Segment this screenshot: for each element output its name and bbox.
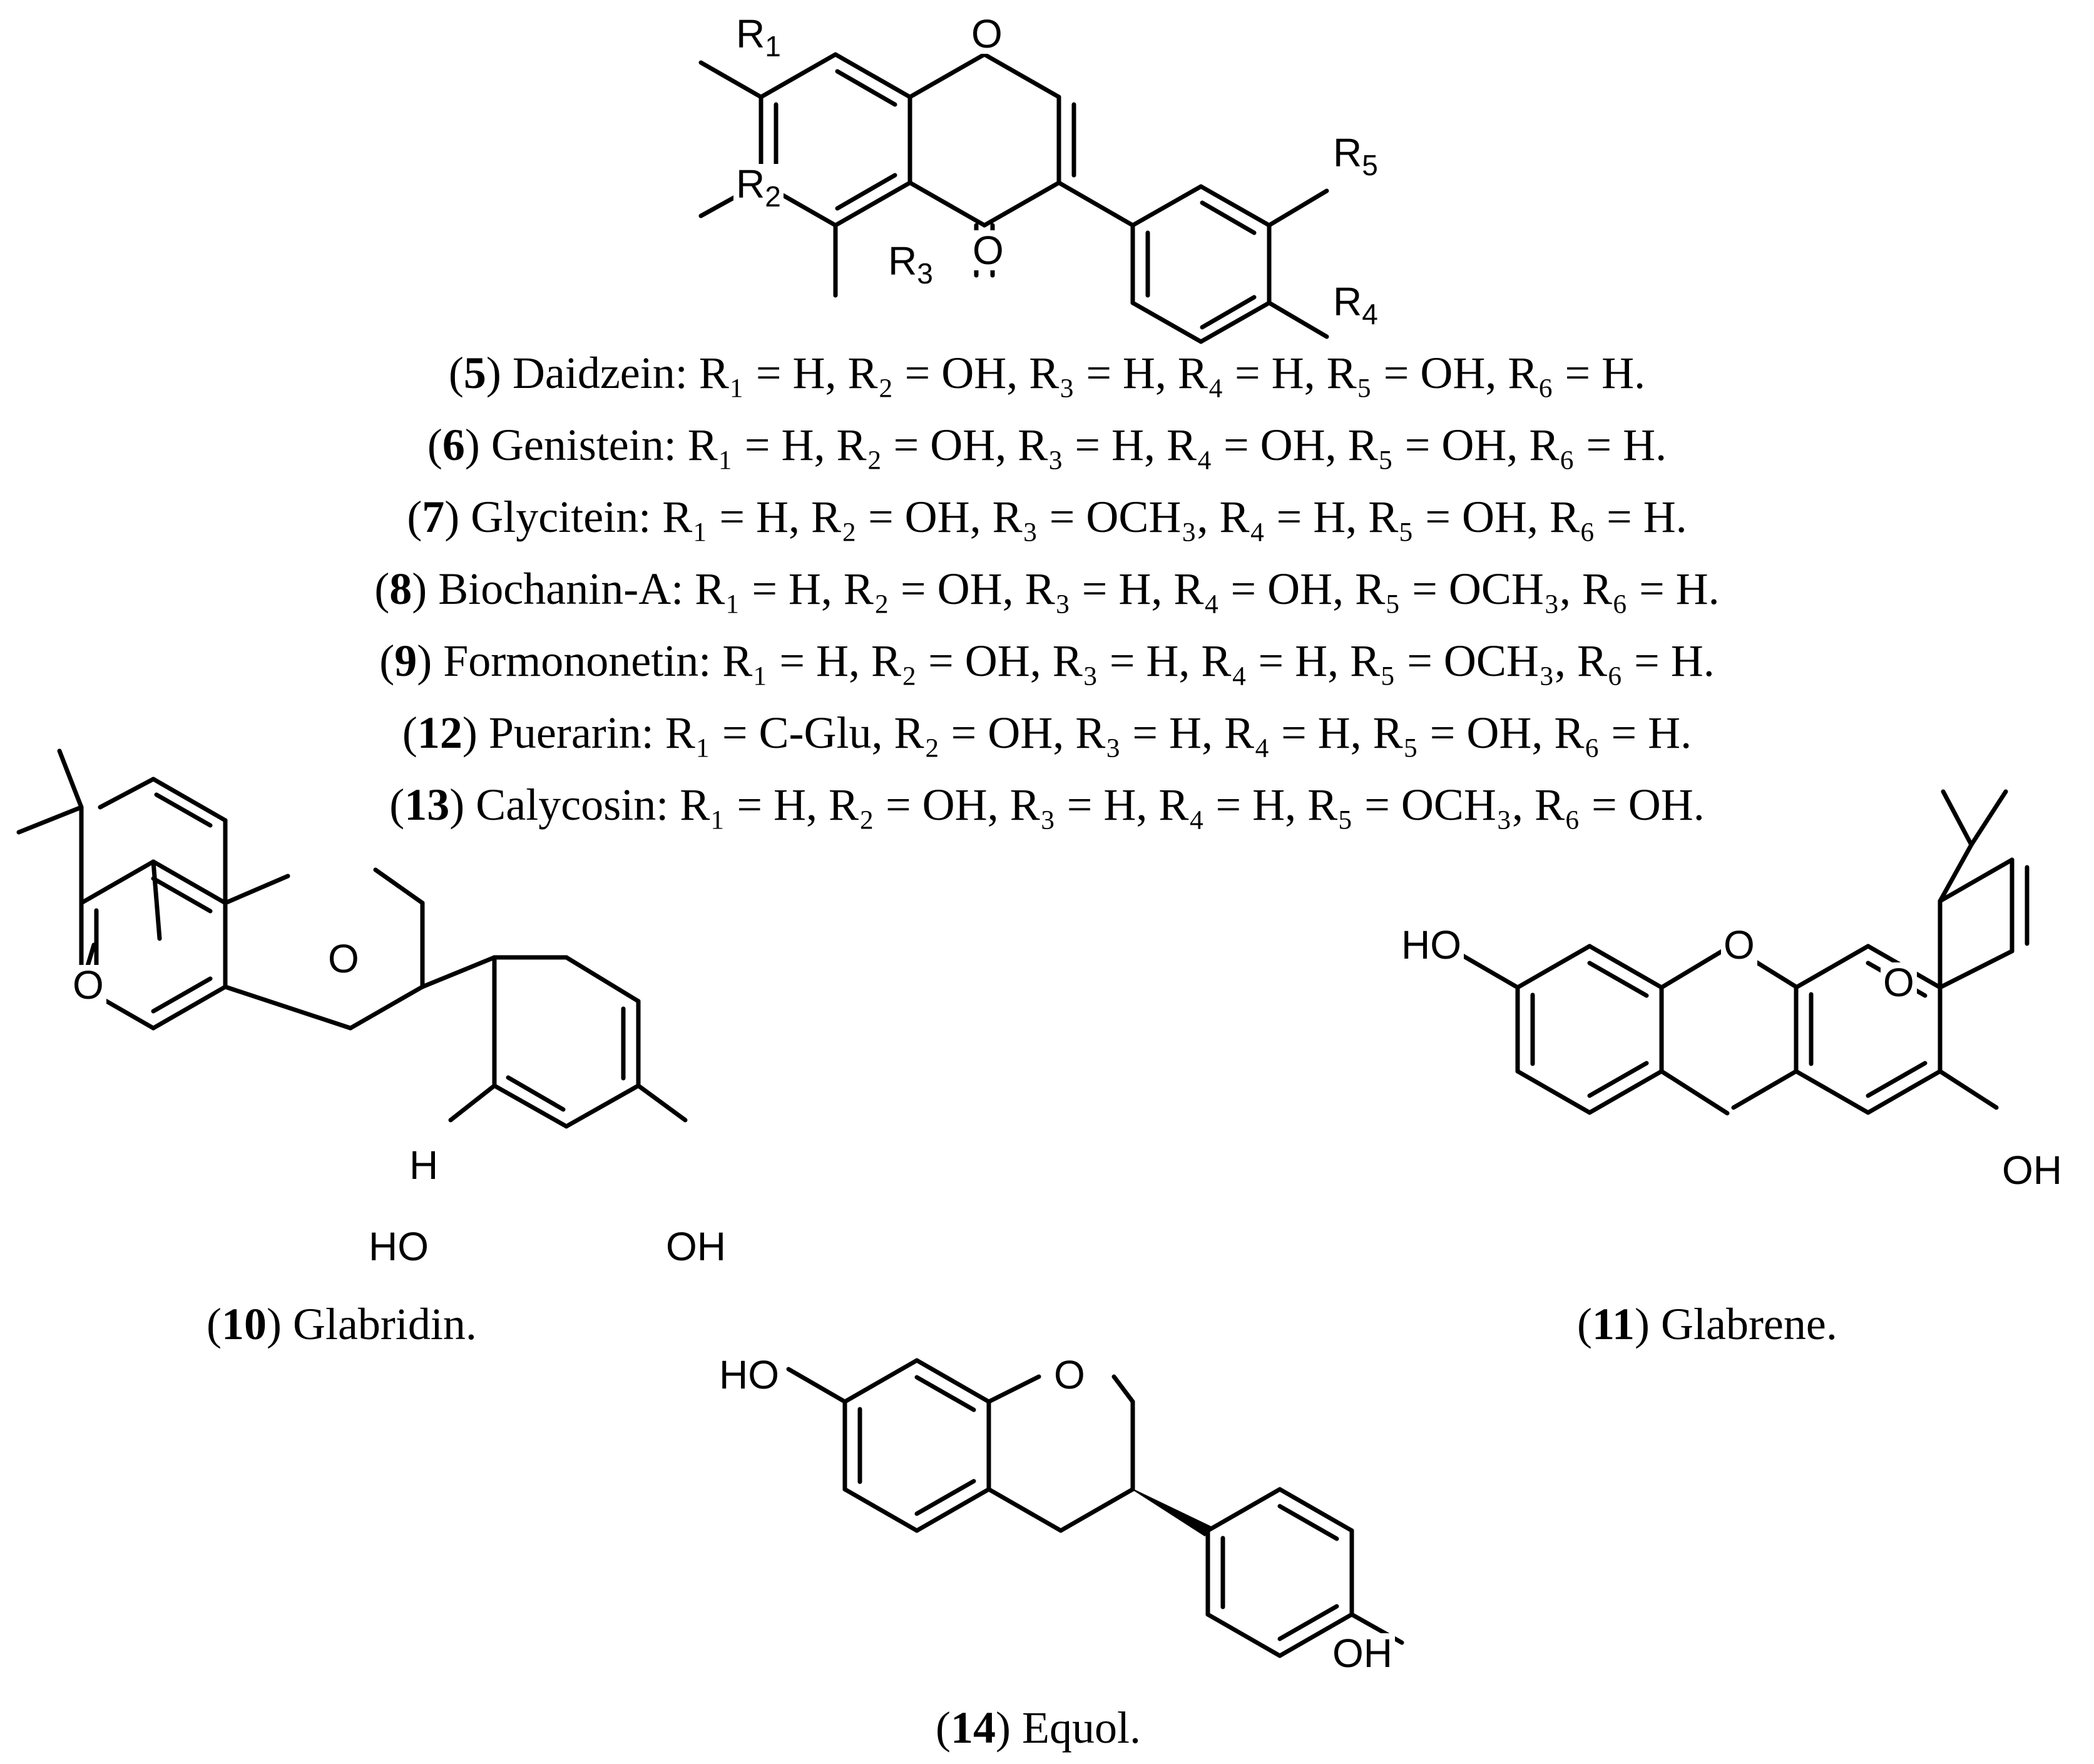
caption-equol: (14) Equol.: [936, 1703, 1141, 1753]
caption-compound-6: (6) Genistein: R₁ = H, R₂ = OH, R₃ = H, …: [427, 420, 1667, 470]
isoflavone-core-bonds: [698, 52, 1329, 344]
compound-description: Calycosin: R₁ = H, R₂ = OH, R₃ = H, R₄ =…: [464, 780, 1705, 830]
compound-number: 7: [422, 492, 445, 542]
compound-number: 6: [442, 420, 465, 470]
glabrene-ho-label: HO: [1399, 925, 1464, 965]
compound-name: Equol.: [1010, 1703, 1141, 1753]
caption-compound-12: (12) Puerarin: R₁ = C-Glu, R₂ = OH, R₃ =…: [402, 708, 1692, 758]
glabrene-oxygen-left: O: [1721, 925, 1757, 965]
compound-name: Glabridin.: [281, 1299, 477, 1349]
caption-glabridin: (10) Glabridin.: [207, 1299, 477, 1349]
glabridin-bonds: [16, 748, 688, 1129]
glabrene-oxygen-right: O: [1881, 962, 1917, 1002]
glabrene-oh-label: OH: [2000, 1150, 2065, 1190]
compound-number: 11: [1591, 1299, 1635, 1349]
compound-number: 9: [394, 636, 417, 686]
caption-compound-13: (13) Calycosin: R₁ = H, R₂ = OH, R₃ = H,…: [389, 780, 1705, 830]
compound-description: Puerarin: R₁ = C-Glu, R₂ = OH, R₃ = H, R…: [477, 708, 1692, 758]
stereo-wedge-bond: [1132, 1489, 1212, 1537]
compound-name: Glabrene.: [1650, 1299, 1837, 1349]
compound-description: Biochanin-A: R₁ = H, R₂ = OH, R₃ = H, R₄…: [427, 564, 1720, 614]
compound-number: 12: [417, 708, 462, 758]
compound-number: 10: [221, 1299, 267, 1349]
caption-compound-7: (7) Glycitein: R₁ = H, R₂ = OH, R₃ = OCH…: [407, 492, 1687, 542]
compound-number: 13: [404, 780, 450, 830]
glabridin-oxygen-left: O: [70, 965, 106, 1005]
equol-oxygen-label: O: [1051, 1355, 1088, 1395]
r2-label: R2: [733, 164, 784, 211]
r3-label: R3: [886, 241, 936, 288]
glabridin-ho-label: HO: [366, 1226, 431, 1267]
compound-number: 5: [463, 348, 486, 398]
equol-oh-label: OH: [1330, 1633, 1395, 1673]
compound-number: 8: [389, 564, 412, 614]
glabridin-oxygen-right: O: [325, 939, 362, 979]
r4-label: R4: [1330, 282, 1381, 329]
caption-glabrene: (11) Glabrene.: [1577, 1299, 1837, 1349]
caption-compound-8: (8) Biochanin-A: R₁ = H, R₂ = OH, R₃ = H…: [374, 564, 1720, 614]
equol-ho-label: HO: [717, 1355, 782, 1395]
compound-description: Glycitein: R₁ = H, R₂ = OH, R₃ = OCH₃, R…: [459, 492, 1687, 542]
glabridin-oh-label: OH: [663, 1226, 728, 1267]
equol-bonds: [786, 1358, 1404, 1658]
caption-compound-5: (5) Daidzein: R₁ = H, R₂ = OH, R₃ = H, R…: [448, 348, 1646, 398]
compound-description: Genistein: R₁ = H, R₂ = OH, R₃ = H, R₄ =…: [479, 420, 1667, 470]
glabrene-bonds: [1456, 789, 2030, 1116]
r5-label: R5: [1330, 133, 1381, 180]
oxygen-carbonyl-label: O: [970, 230, 1006, 270]
glabridin-h-label: H: [407, 1145, 441, 1185]
oxygen-ring-label: O: [969, 14, 1005, 54]
compound-number: 14: [950, 1703, 996, 1753]
caption-compound-9: (9) Formononetin: R₁ = H, R₂ = OH, R₃ = …: [379, 636, 1715, 686]
compound-description: Formononetin: R₁ = H, R₂ = OH, R₃ = H, R…: [432, 636, 1715, 686]
r1-label: R1: [733, 14, 784, 61]
compound-description: Daidzein: R₁ = H, R₂ = OH, R₃ = H, R₄ = …: [501, 348, 1646, 398]
